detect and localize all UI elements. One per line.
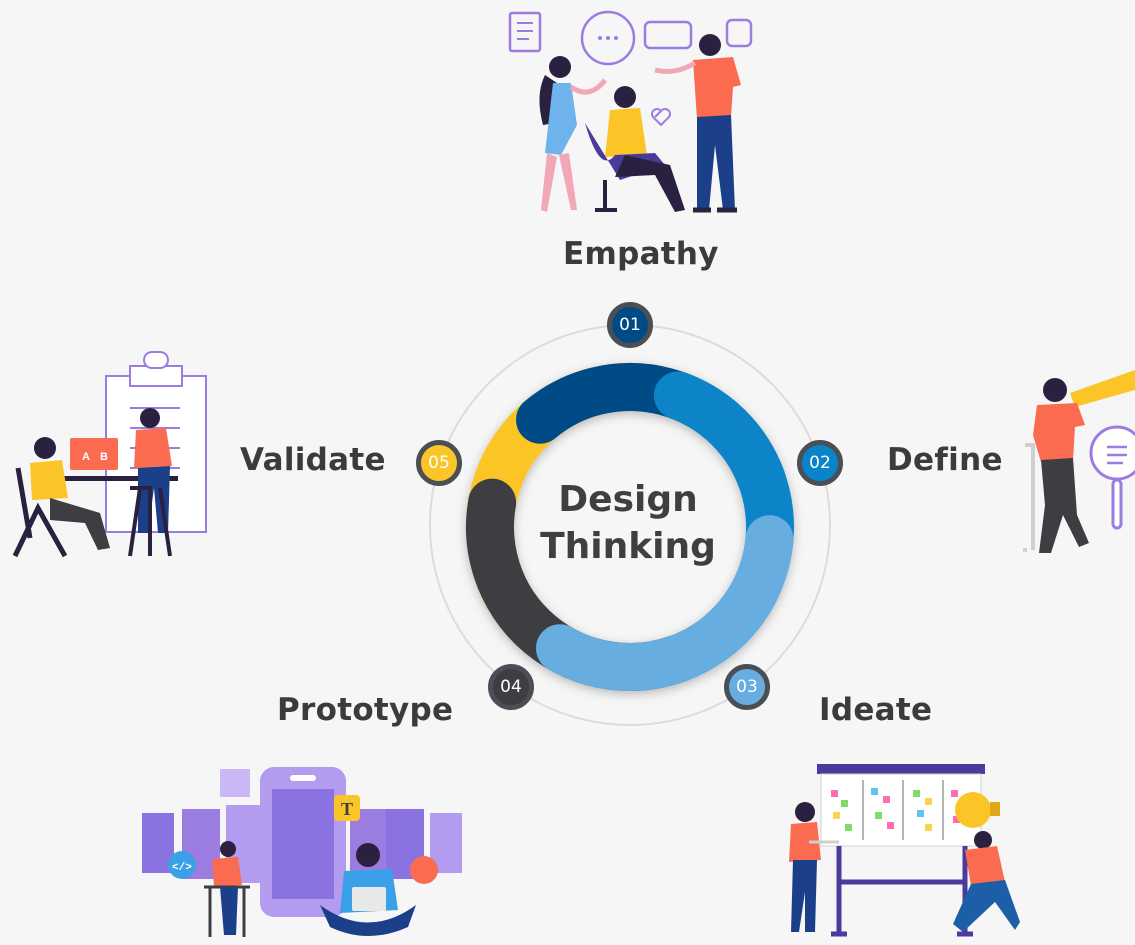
- sticky-note: [953, 816, 960, 823]
- sticky-note: [871, 788, 878, 795]
- sticky-note: [833, 812, 840, 819]
- empathy-illustration: [508, 10, 753, 213]
- badge-02: 02: [797, 440, 843, 486]
- center-title-line-1: Design: [558, 479, 698, 520]
- sticky-note: [925, 798, 932, 805]
- sticky-note: [951, 790, 958, 797]
- inner-disc: [510, 407, 750, 647]
- sticky-note: [883, 796, 890, 803]
- code-tag-icon: </>: [172, 862, 192, 874]
- ab-test-a: A: [82, 451, 90, 463]
- define-illustration: [1023, 370, 1135, 553]
- text-tool-icon: T: [341, 799, 353, 819]
- badge-03: 03: [724, 664, 770, 710]
- center-title-line-2: Thinking: [540, 526, 716, 567]
- label-prototype: Prototype: [277, 692, 454, 728]
- ideate-illustration: [789, 764, 1020, 937]
- center-title: Design Thinking: [505, 476, 751, 570]
- ring-segment-03: [536, 515, 794, 691]
- badge-04: 04: [488, 664, 534, 710]
- badge-01: 01: [607, 302, 653, 348]
- label-validate: Validate: [240, 442, 386, 478]
- label-ideate: Ideate: [819, 692, 933, 728]
- sticky-note: [913, 790, 920, 797]
- sticky-note: [875, 812, 882, 819]
- sticky-note: [845, 824, 852, 831]
- ab-test-b: B: [100, 451, 108, 463]
- sticky-note: [925, 824, 932, 831]
- sticky-note: [917, 810, 924, 817]
- label-define: Define: [887, 442, 1003, 478]
- label-empathy: Empathy: [563, 236, 719, 272]
- validate-illustration: A B: [12, 351, 207, 558]
- prototype-illustration: T </>: [142, 767, 462, 937]
- sticky-note: [887, 822, 894, 829]
- sticky-note: [841, 800, 848, 807]
- sticky-note: [831, 790, 838, 797]
- badge-05: 05: [416, 440, 462, 486]
